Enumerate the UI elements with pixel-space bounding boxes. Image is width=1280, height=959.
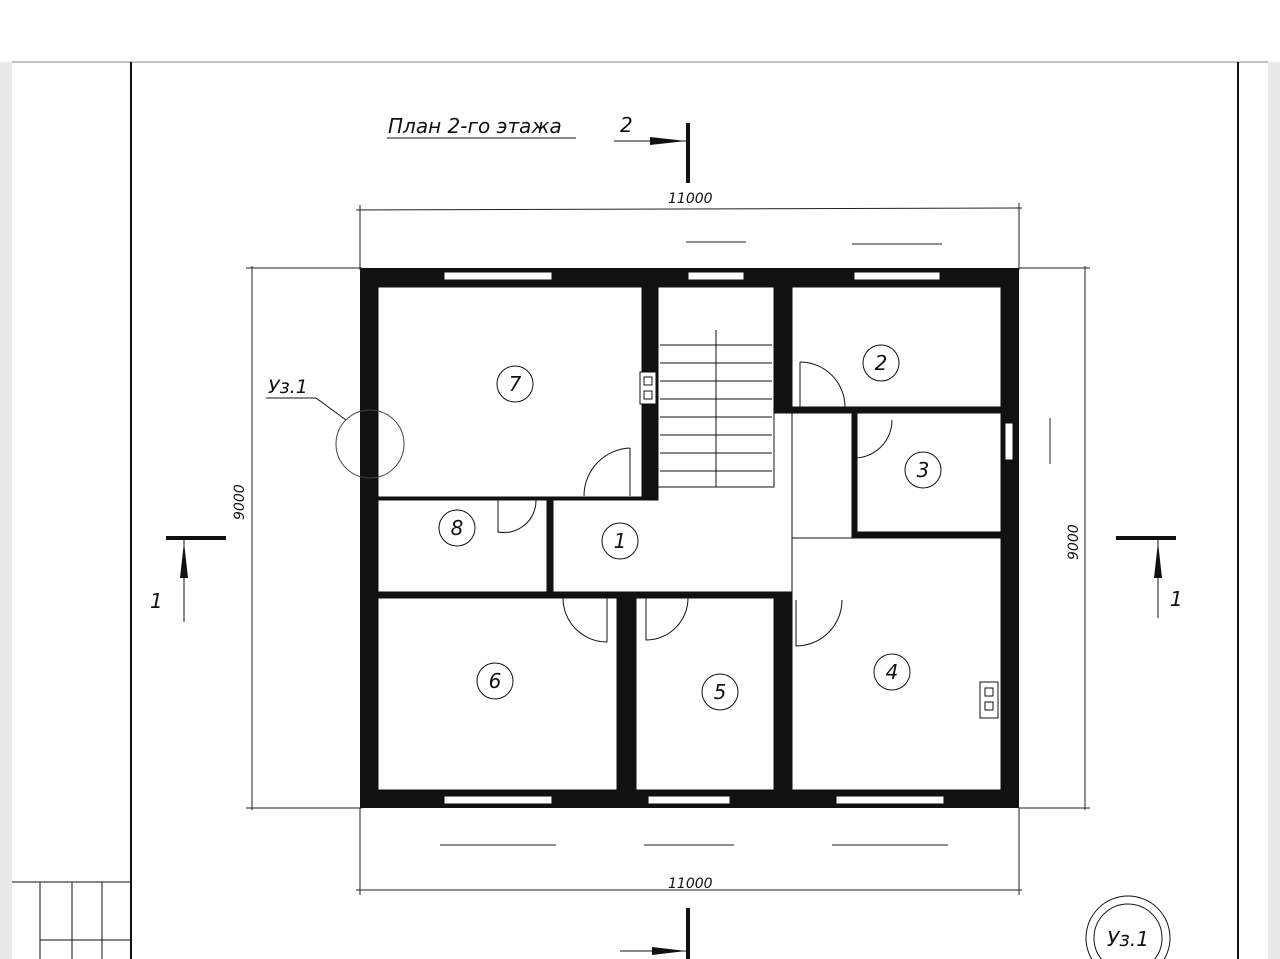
dimension-right: 9000 [1066,524,1082,560]
svg-text:2: 2 [620,113,633,137]
room-6-label: 6 [489,669,502,693]
dimension-left: 9000 [232,484,248,520]
svg-text:Уз.1: Уз.1 [1107,927,1149,951]
room-1-label: 1 [614,529,627,553]
room-4-label: 4 [886,660,899,684]
doors [497,361,893,647]
room-markers [438,344,942,711]
dimension-bottom: 11000 [668,876,713,892]
room-7-label: 7 [509,372,522,396]
section-mark-right: 1 [1116,536,1183,618]
left-margin-strip [0,62,12,959]
room-2-label: 2 [875,351,888,375]
stove-icons [639,371,999,719]
svg-text:Уз.1: Уз.1 [268,376,308,398]
node-marker: Уз.1 [1085,895,1171,959]
room-5-label: 5 [714,680,727,704]
dimension-top: 11000 [668,191,713,207]
svg-text:1: 1 [1170,587,1183,611]
room-3-label: 3 [917,458,930,482]
dimension-lines [246,203,1090,895]
right-margin-strip [1268,62,1280,959]
room-8-label: 8 [451,516,464,540]
windows [443,271,1014,805]
svg-text:1: 1 [150,589,163,613]
drawing-title: План 2-го этажа [388,114,562,138]
node-callout: Уз.1 [266,376,405,479]
section-mark-top: 2 [614,113,690,959]
staircase [660,330,772,487]
sheet-frame [12,61,1268,959]
section-mark-left: 1 [150,536,226,622]
